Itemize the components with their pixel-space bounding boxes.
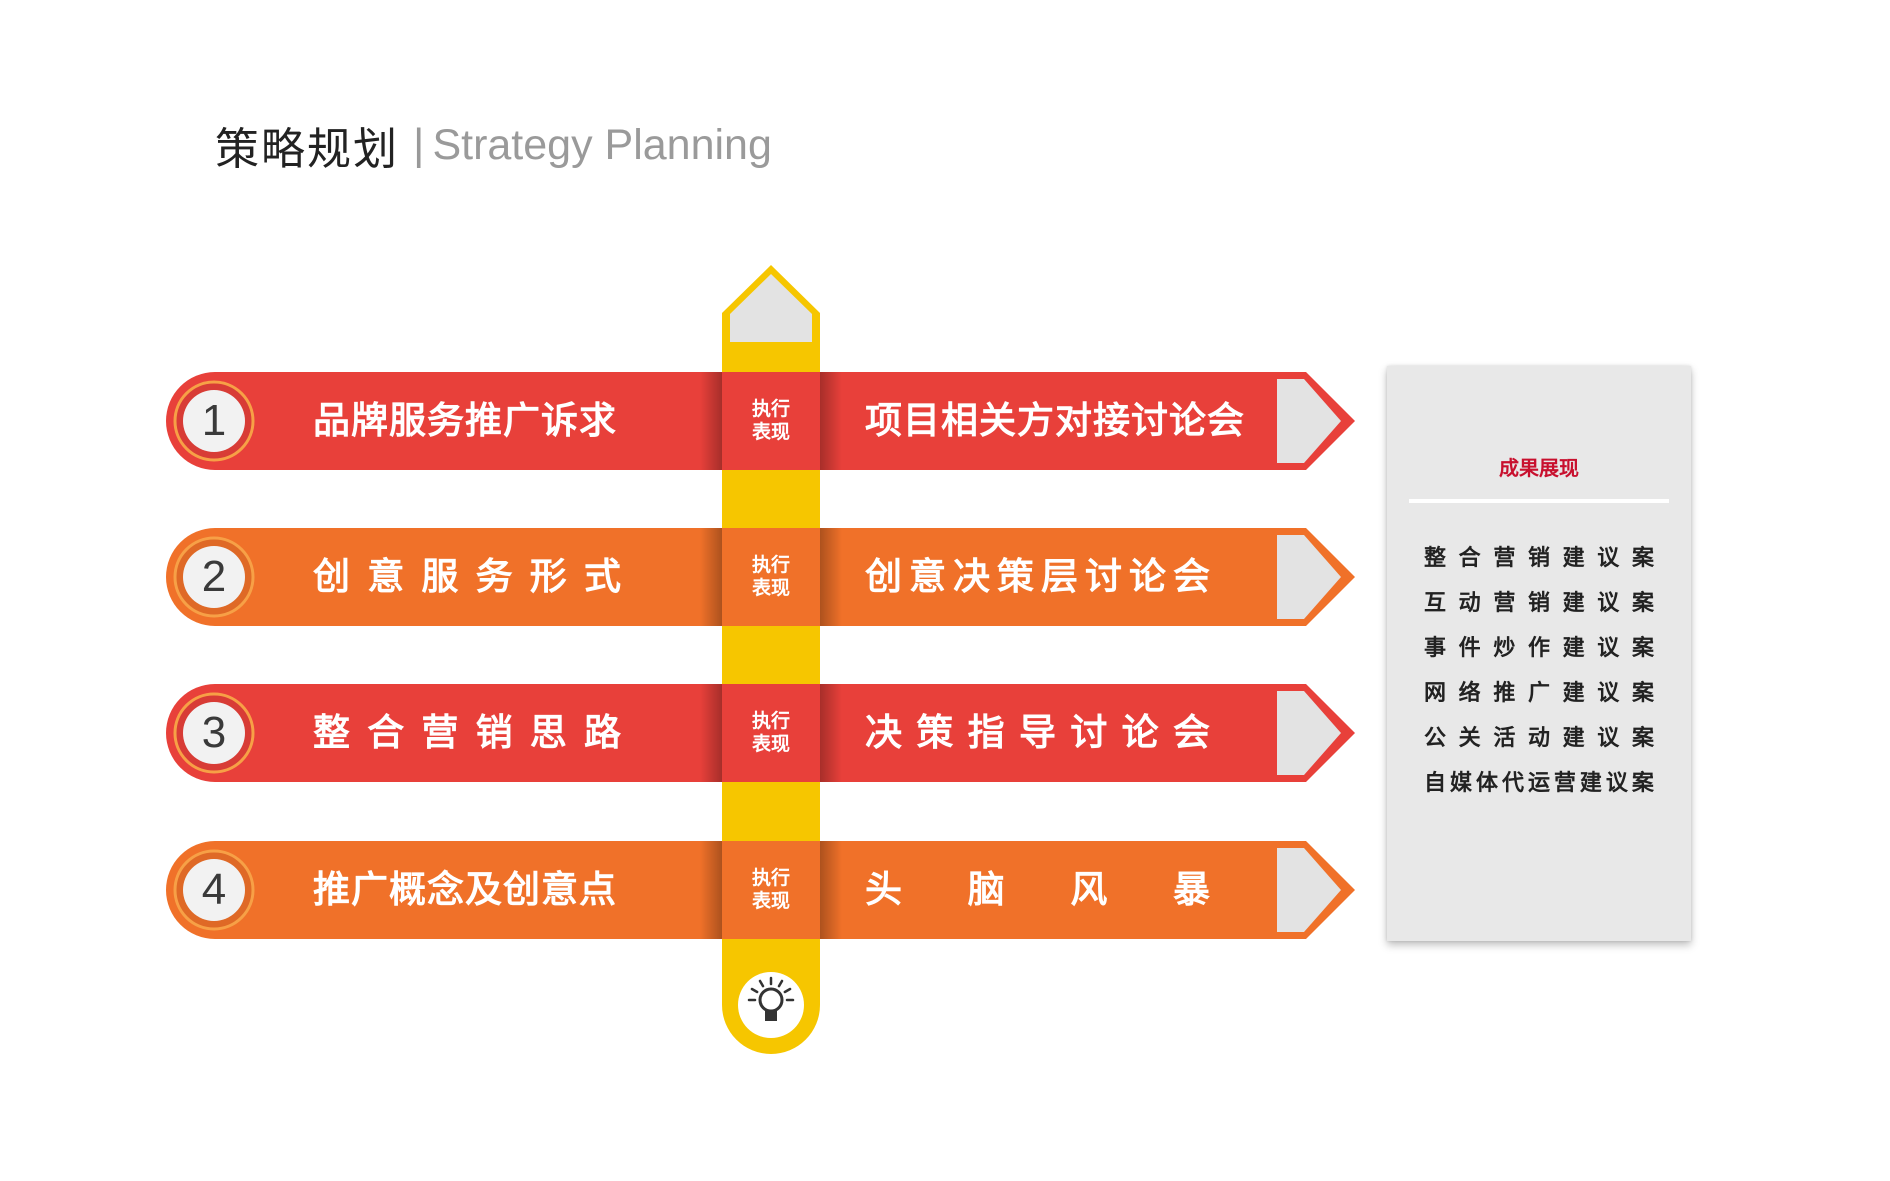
title-english: Strategy Planning [432, 120, 772, 169]
result-item: 公关活动建议案 [1424, 726, 1654, 751]
arrow-tip [1277, 691, 1341, 775]
exec-line: 表现 [751, 421, 790, 443]
left-banner-4 [166, 841, 722, 939]
meeting-label: 头脑风暴 [865, 868, 1210, 911]
number-badge [183, 859, 245, 921]
left-banner-seam [700, 528, 722, 626]
exec-label: 执行表现 [722, 867, 820, 913]
exec-line: 执行 [751, 554, 790, 576]
result-item: 整合营销建议案 [1424, 546, 1654, 571]
exec-line: 表现 [751, 733, 790, 755]
left-banner-1 [166, 372, 722, 470]
exec-label: 执行表现 [722, 554, 820, 600]
left-banner-seam [700, 684, 722, 782]
number-badge [183, 702, 245, 764]
step-label: 整合营销思路 [313, 711, 621, 754]
left-banner-seam [700, 841, 722, 939]
meeting-label: 项目相关方对接讨论会 [865, 399, 1245, 442]
result-item: 互动营销建议案 [1424, 591, 1654, 616]
exec-line: 执行 [751, 867, 790, 889]
meeting-label: 创意决策层讨论会 [865, 555, 1210, 598]
column-band [722, 372, 820, 470]
result-item: 网络推广建议案 [1424, 681, 1654, 706]
right-banner-4 [820, 841, 1355, 939]
bulb-base [765, 1011, 777, 1021]
number-badge [183, 546, 245, 608]
exec-label: 执行表现 [722, 710, 820, 756]
right-banner-seam [820, 372, 842, 470]
step-label: 品牌服务推广诉求 [313, 399, 617, 442]
title-separator: | [413, 120, 425, 169]
bulb-ray [758, 979, 765, 988]
arrow-tip [1277, 535, 1341, 619]
exec-line: 执行 [751, 398, 790, 420]
result-list: 整合营销建议案互动营销建议案事件炒作建议案网络推广建议案公关活动建议案自媒体代运… [1424, 536, 1654, 806]
left-banner-seam [700, 372, 722, 470]
column-band [722, 841, 820, 939]
right-banner-2 [820, 528, 1355, 626]
arrow-tip [1277, 379, 1341, 463]
result-item: 自媒体代运营建议案 [1424, 771, 1654, 796]
bulb-ray [750, 987, 759, 994]
right-banner-seam [820, 684, 842, 782]
page-title: 策略规划 | Strategy Planning [215, 115, 772, 175]
exec-line: 执行 [751, 710, 790, 732]
arrow-tip [1277, 848, 1341, 932]
step-number: 3 [201, 708, 227, 757]
column-band [722, 684, 820, 782]
bulb-ray [783, 987, 792, 994]
result-card: 成果展现 整合营销建议案互动营销建议案事件炒作建议案网络推广建议案公关活动建议案… [1387, 366, 1691, 941]
step-number: 4 [201, 865, 227, 914]
left-banner-3 [166, 684, 722, 782]
column-arrow-tip [730, 274, 812, 342]
lightbulb-badge [738, 972, 804, 1038]
title-chinese: 策略规划 [215, 124, 399, 175]
left-banner-2 [166, 528, 722, 626]
step-number: 1 [201, 396, 227, 445]
bulb-ray [777, 979, 784, 988]
step-label: 创意服务形式 [313, 555, 621, 598]
right-banner-seam [820, 528, 842, 626]
right-banner-3 [820, 684, 1355, 782]
result-item: 事件炒作建议案 [1424, 636, 1654, 661]
lightbulb-icon [747, 976, 795, 1021]
step-label: 推广概念及创意点 [313, 868, 617, 911]
number-badge [183, 390, 245, 452]
column-band [722, 528, 820, 626]
exec-line: 表现 [751, 890, 790, 912]
exec-label: 执行表现 [722, 398, 820, 444]
right-banner-seam [820, 841, 842, 939]
result-divider [1409, 499, 1669, 503]
meeting-label: 决策指导讨论会 [865, 711, 1210, 754]
right-banner-1 [820, 372, 1355, 470]
exec-line: 表现 [751, 577, 790, 599]
result-title: 成果展现 [1499, 456, 1579, 480]
step-number: 2 [201, 552, 227, 601]
